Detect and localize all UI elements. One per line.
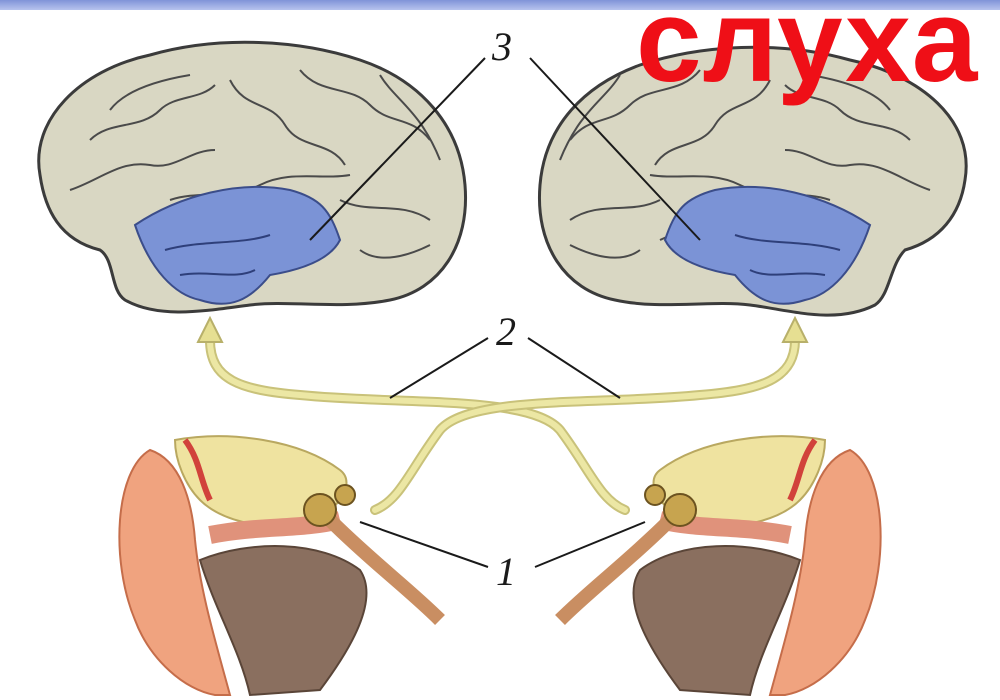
- slide-title: слуха: [636, 0, 978, 100]
- left-brain: [39, 42, 466, 312]
- right-arrow-head: [783, 318, 807, 342]
- right-ear: [560, 436, 881, 695]
- label-nerve-number: 2: [496, 309, 516, 354]
- left-ear: [119, 436, 440, 695]
- label-ear-number: 1: [496, 549, 516, 594]
- label-cortex-number: 3: [491, 24, 512, 69]
- left-arrow-head: [198, 318, 222, 342]
